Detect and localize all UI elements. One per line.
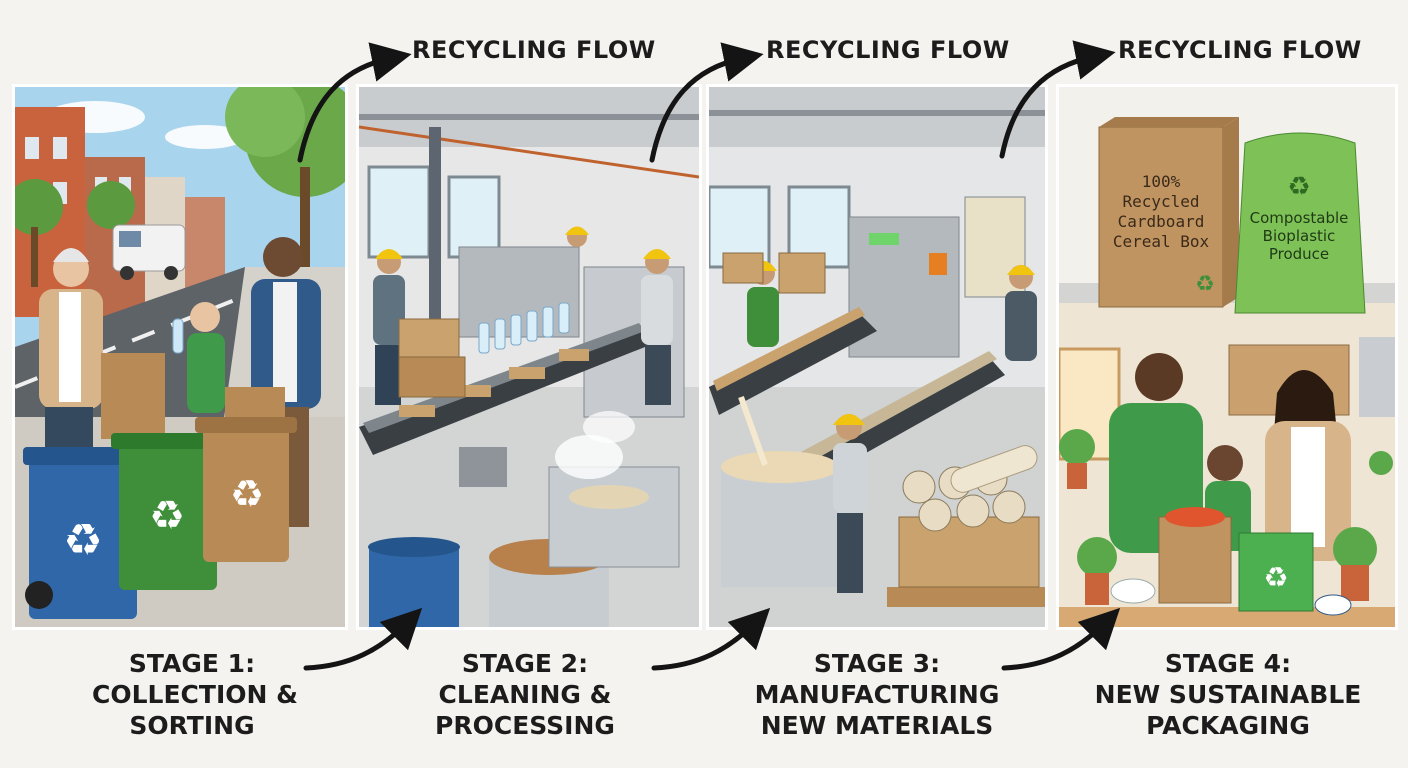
produce-bag-line1: Compostable xyxy=(1250,209,1349,227)
stage-4-illustration: 100% Recycled Cardboard Cereal Box ♻ ♻ C… xyxy=(1056,84,1398,630)
top-arrow-2 xyxy=(649,42,764,163)
stage-3-illustration xyxy=(706,84,1048,630)
bottom-arrow-3 xyxy=(1001,607,1121,671)
stage-1-caption: STAGE 1: COLLECTION & SORTING xyxy=(92,648,298,741)
recycle-icon: ♻ xyxy=(1287,171,1310,201)
stage-3-line2: MANUFACTURING xyxy=(754,680,1000,709)
cereal-box-line1: 100% xyxy=(1142,172,1181,191)
svg-text:♻: ♻ xyxy=(149,494,185,538)
top-arrow-3 xyxy=(999,40,1116,159)
stage-4-line2: NEW SUSTAINABLE xyxy=(1094,680,1362,709)
produce-bag-line2: Bioplastic xyxy=(1263,227,1336,245)
top-arrow-1 xyxy=(297,42,412,163)
stage-3-line3: NEW MATERIALS xyxy=(760,711,994,740)
svg-text:♻: ♻ xyxy=(230,474,264,516)
produce-bag: ♻ Compostable Bioplastic Produce xyxy=(1234,132,1366,314)
cereal-box-line2: Recycled xyxy=(1122,192,1199,211)
cereal-box: 100% Recycled Cardboard Cereal Box ♻ xyxy=(1098,117,1239,308)
stage-4-line3: PACKAGING xyxy=(1146,711,1310,740)
bottom-arrow-1 xyxy=(303,607,423,671)
stage-2-caption: STAGE 2: CLEANING & PROCESSING xyxy=(420,648,630,741)
recycle-icon: ♻ xyxy=(1195,271,1215,296)
stage-1-line2: COLLECTION & xyxy=(92,680,298,709)
cereal-box-line3: Cardboard xyxy=(1118,212,1205,231)
flow-label-1: RECYCLING FLOW xyxy=(412,36,656,64)
stage-2-line1: STAGE 2: xyxy=(461,649,589,678)
stage-1-line1: STAGE 1: xyxy=(128,649,256,678)
cereal-box-line4: Cereal Box xyxy=(1113,232,1210,251)
bottom-arrow-2 xyxy=(651,607,771,671)
produce-bag-line3: Produce xyxy=(1269,245,1329,263)
stage-4-line1: STAGE 4: xyxy=(1164,649,1292,678)
flow-label-3: RECYCLING FLOW xyxy=(1118,36,1362,64)
stage-2-line3: PROCESSING xyxy=(435,711,615,740)
svg-text:♻: ♻ xyxy=(63,516,102,565)
stage-1-line3: SORTING xyxy=(129,711,255,740)
stage-2-illustration xyxy=(356,84,702,630)
stage-3-line1: STAGE 3: xyxy=(813,649,941,678)
stage-2-line2: CLEANING & xyxy=(438,680,612,709)
stage-4-caption: STAGE 4: NEW SUSTAINABLE PACKAGING xyxy=(1088,648,1368,741)
stage-3-caption: STAGE 3: MANUFACTURING NEW MATERIALS xyxy=(742,648,1012,741)
flow-label-2: RECYCLING FLOW xyxy=(766,36,1010,64)
stage-1-illustration: ♻ ♻ ♻ xyxy=(12,84,348,630)
svg-text:♻: ♻ xyxy=(1263,562,1288,593)
